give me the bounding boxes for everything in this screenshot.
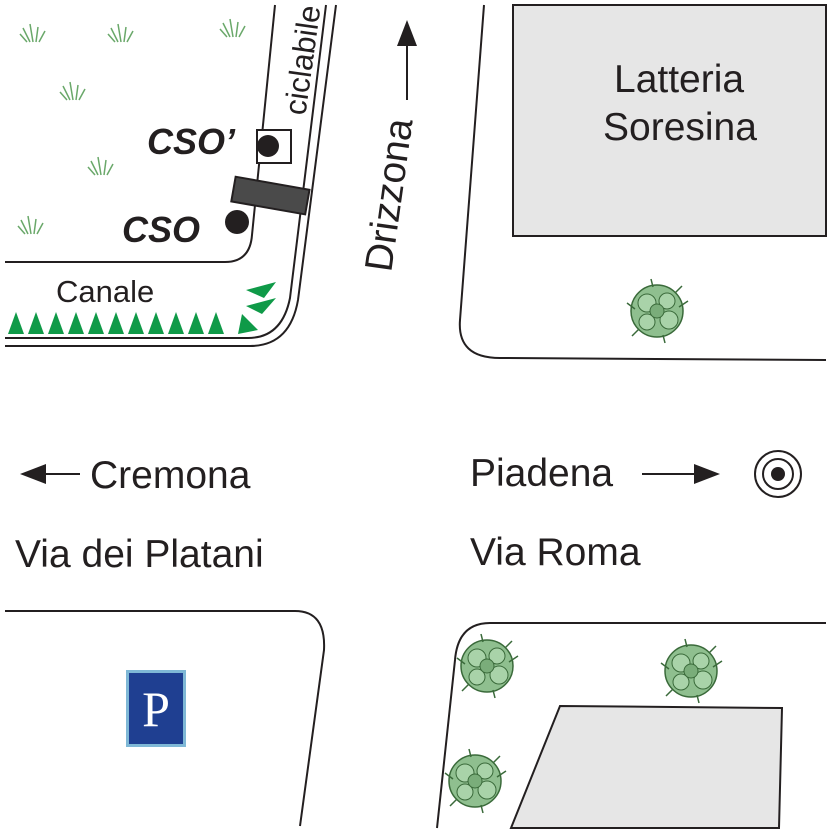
reed-icon <box>8 282 276 334</box>
cso-prime-dot <box>257 135 279 157</box>
cycle-path-edge <box>5 4 276 263</box>
parking-symbol: P <box>142 680 170 737</box>
arrow-west-icon <box>20 464 80 484</box>
latteria-building <box>512 4 827 237</box>
canale-label: Canale <box>56 274 155 309</box>
parking-sign-icon: P <box>126 670 186 747</box>
cso-dot <box>225 210 249 234</box>
cso-label: CSO <box>122 209 201 250</box>
curb-northwest-outer <box>5 4 337 347</box>
via-roma-label: Via Roma <box>470 531 641 574</box>
arrow-east-icon <box>642 464 720 484</box>
piadena-label: Piadena <box>470 452 614 495</box>
latteria-label-line1: Latteria <box>614 58 745 101</box>
cso-prime-label: CSO’ <box>147 121 236 162</box>
curb-southwest <box>5 610 326 827</box>
curb-southeast <box>436 622 826 829</box>
curb-northwest-inner <box>5 4 327 339</box>
latteria-label-line2: Soresina <box>603 106 757 149</box>
arrow-north-icon <box>397 20 417 100</box>
curb-northeast <box>458 4 827 361</box>
target-icon <box>754 450 802 498</box>
weir-structure <box>230 175 311 216</box>
via-platani-label: Via dei Platani <box>15 533 264 576</box>
cremona-label: Cremona <box>90 454 251 497</box>
building-southeast <box>509 704 784 829</box>
